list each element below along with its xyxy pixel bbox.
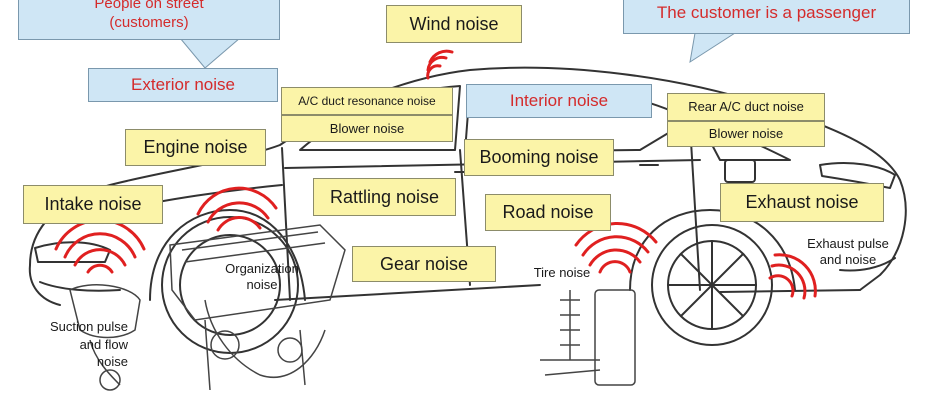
exhaust-pulse-annotation: Exhaust pulse and noise <box>793 236 903 269</box>
intake-noise-label: Intake noise <box>23 185 163 224</box>
engine-noise-label: Engine noise <box>125 129 266 166</box>
organization-line2: noise <box>246 277 278 293</box>
engine-sketch <box>169 224 346 391</box>
suction-line1: Suction pulse <box>49 319 128 334</box>
exhaust-pulse-line1: Exhaust pulse <box>807 236 889 251</box>
street-callout-line1: People on street <box>94 0 204 13</box>
passenger-callout: The customer is a passenger <box>623 0 910 34</box>
street-callout-line2: (customers) <box>109 14 189 31</box>
organization-noise-annotation: Organization noise <box>212 261 312 294</box>
exterior-noise-label: Exterior noise <box>88 68 278 102</box>
gear-noise-label: Gear noise <box>352 246 496 282</box>
intake-sketch <box>69 284 141 391</box>
tire-sound-wave-icon <box>574 221 658 274</box>
exhaust-noise-label: Exhaust noise <box>720 183 884 222</box>
blower-noise-front-label: Blower noise <box>281 115 453 142</box>
rattling-noise-label: Rattling noise <box>313 178 456 216</box>
tire-noise-annotation: Tire noise <box>533 265 591 280</box>
wind-noise-label: Wind noise <box>386 5 522 43</box>
exhaust-pulse-line2: and noise <box>819 252 877 268</box>
suction-line2: and flow <box>79 336 128 352</box>
suspension-sketch <box>540 289 636 386</box>
booming-noise-label: Booming noise <box>464 139 614 176</box>
ac-duct-resonance-label: A/C duct resonance noise <box>281 87 453 115</box>
road-noise-label: Road noise <box>485 194 611 231</box>
organization-line1: Organization <box>225 261 299 276</box>
street-callout: People on street (customers) <box>18 0 280 40</box>
wind-sound-wave-icon <box>426 49 454 80</box>
rear-ac-duct-label: Rear A/C duct noise <box>667 93 825 121</box>
suction-noise-annotation: Suction pulse and flow noise <box>18 318 128 371</box>
interior-noise-label: Interior noise <box>466 84 652 118</box>
suction-line3: noise <box>96 354 128 370</box>
exhaust-sound-wave-icon <box>768 253 817 300</box>
blower-noise-rear-label: Blower noise <box>667 121 825 147</box>
engine-sound-wave-icon <box>196 186 278 232</box>
